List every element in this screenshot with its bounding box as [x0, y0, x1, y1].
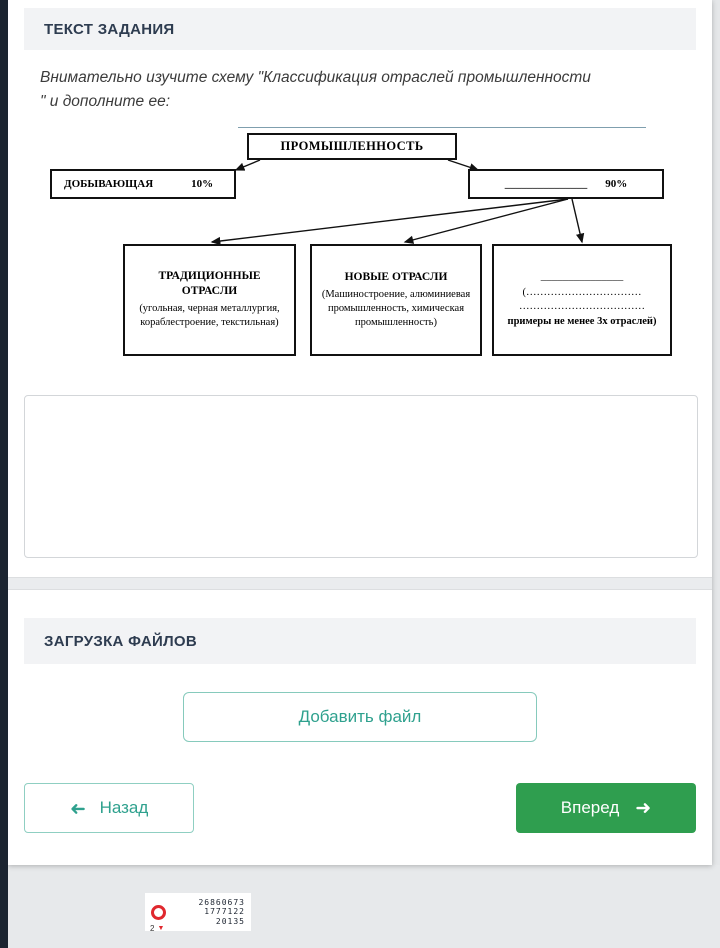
back-button-label: Назад	[99, 798, 149, 817]
counter-badge: 2	[150, 924, 155, 933]
counter-triangle-icon: ▼	[157, 925, 165, 932]
section-divider	[8, 577, 712, 590]
forward-button-label: Вперед	[560, 798, 620, 817]
counter-number-2: 1777122	[204, 907, 245, 917]
counter-number-3: 20135	[215, 916, 245, 926]
diagram-traditional-title: ТРАДИЦИОННЫЕ ОТРАСЛИ	[158, 270, 261, 298]
left-edge-strip	[0, 0, 8, 948]
forward-arrow-icon: ➜	[635, 797, 652, 819]
forward-button[interactable]: Вперед ➜	[516, 783, 696, 833]
diagram-unknown-dots-2: ………………………………	[519, 300, 645, 312]
page-footer: 26860673 1777122 20135 2 ▼	[0, 865, 720, 948]
diagram-box-extractive: ДОБЫВАЮЩАЯ 10%	[50, 169, 236, 199]
diagram-traditional-subtitle: (угольная, черная металлургия, кораблест…	[139, 303, 280, 329]
upload-section-header: ЗАГРУЗКА ФАЙЛОВ	[24, 618, 696, 664]
diagram-box-industry-label: ПРОМЫШЛЕННОСТЬ	[280, 139, 424, 153]
diagram-extractive-value: 10%	[191, 178, 214, 190]
diagram-arrows	[210, 159, 585, 246]
diagram-unknown-dots-1: (……………………………	[522, 286, 642, 298]
instruction-line-1: Внимательно изучите схему "Классификация…	[40, 69, 591, 86]
back-button[interactable]: ➜ Назад	[24, 783, 194, 833]
visit-counter: 26860673 1777122 20135	[145, 893, 251, 931]
counter-logo-icon	[151, 904, 166, 920]
diagram-box-unknown: _______________ (…………………………… ………………………………	[492, 244, 672, 356]
content-card: ТЕКСТ ЗАДАНИЯ Внимательно изучите схему …	[8, 0, 712, 865]
separator-line	[238, 127, 646, 128]
counter-numbers: 26860673 1777122 20135	[172, 898, 245, 927]
counter-footer: 2 ▼	[150, 924, 164, 933]
diagram-box-traditional: ТРАДИЦИОННЫЕ ОТРАСЛИ (угольная, черная м…	[123, 244, 296, 356]
diagram-box-industry: ПРОМЫШЛЕННОСТЬ	[247, 133, 457, 160]
diagram-unknown-blank: _______________	[540, 269, 624, 282]
task-instruction: Внимательно изучите схему "Классификация…	[40, 66, 672, 114]
diagram-box-new: НОВЫЕ ОТРАСЛИ (Машиностроение, алюминиев…	[310, 244, 482, 356]
task-diagram: ПРОМЫШЛЕННОСТЬ ДОБЫВАЮЩАЯ 10% __________…	[48, 132, 680, 360]
diagram-blank-line: _______________	[504, 178, 588, 190]
diagram-box-blank-90: _______________ 90%	[468, 169, 664, 199]
back-arrow-icon: ➜	[69, 797, 86, 819]
add-file-button[interactable]: Добавить файл	[183, 692, 537, 742]
diagram-extractive-label: ДОБЫВАЮЩАЯ	[64, 178, 154, 190]
instruction-line-2: " и дополните ее:	[40, 93, 171, 111]
task-section-header: ТЕКСТ ЗАДАНИЯ	[24, 8, 696, 50]
diagram-unknown-note: примеры не менее 3х отраслей)	[507, 316, 657, 328]
diagram-new-title: НОВЫЕ ОТРАСЛИ	[344, 270, 448, 283]
navigation-row: ➜ Назад Вперед ➜	[24, 783, 696, 833]
upload-section-title: ЗАГРУЗКА ФАЙЛОВ	[44, 632, 197, 650]
counter-number-1: 26860673	[198, 897, 245, 907]
diagram-new-subtitle: (Машиностроение, алюминиевая промышленно…	[321, 288, 471, 329]
task-section-title: ТЕКСТ ЗАДАНИЯ	[44, 20, 175, 38]
diagram-blank-value: 90%	[605, 178, 628, 190]
answer-textarea[interactable]	[24, 395, 698, 558]
